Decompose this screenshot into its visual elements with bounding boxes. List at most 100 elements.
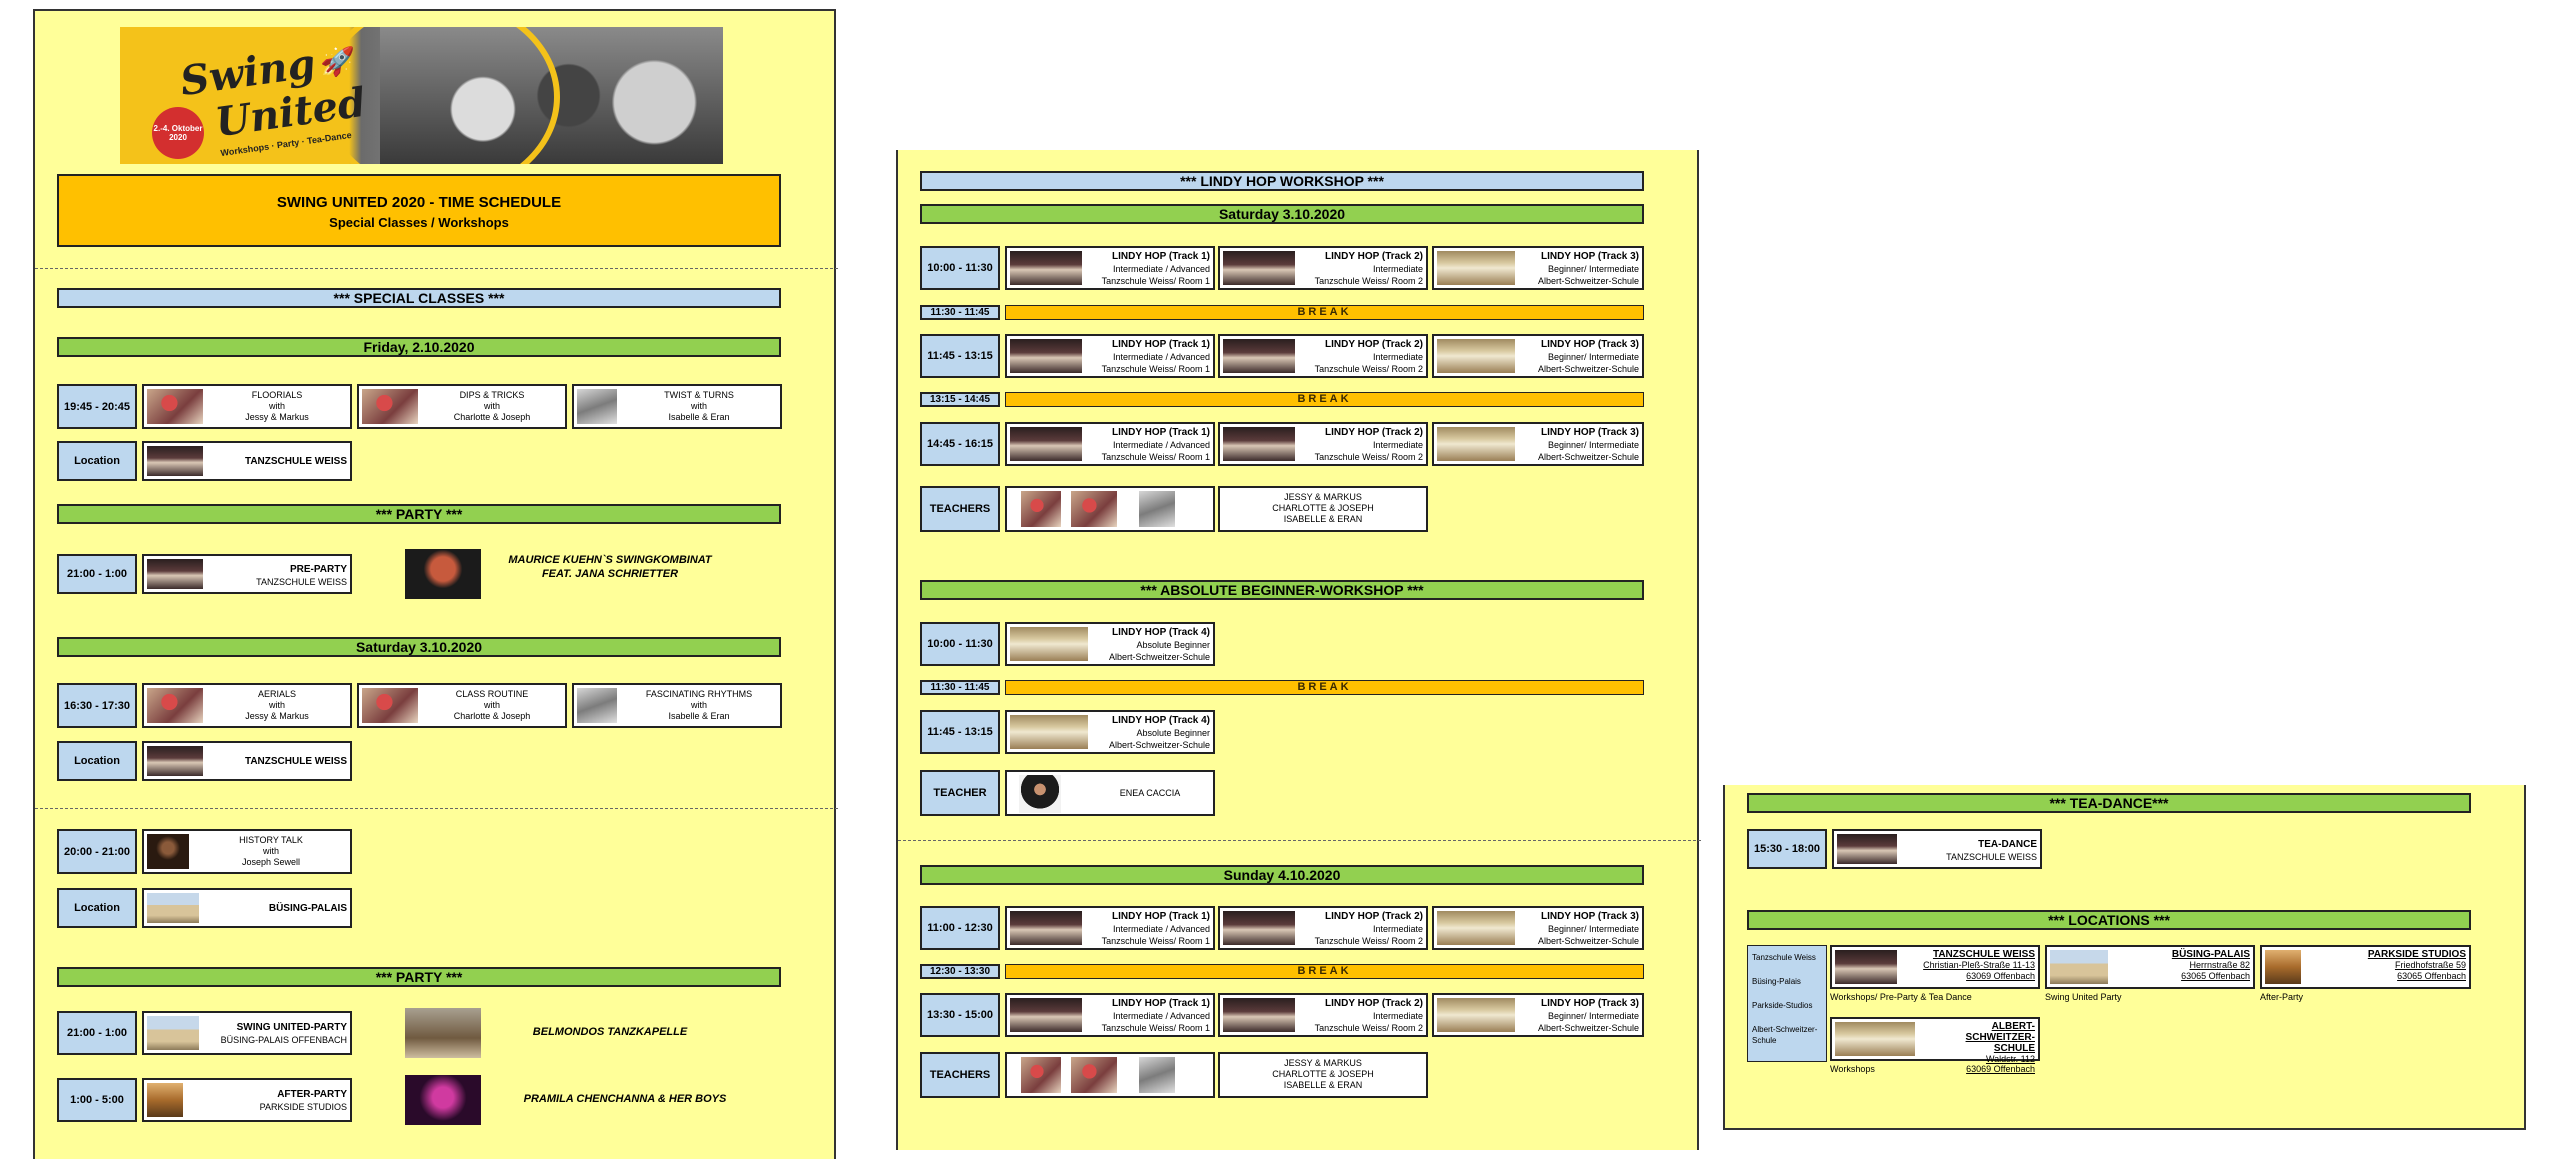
break-bar: BREAK bbox=[1005, 680, 1644, 695]
track-place: Tanzschule Weiss/ Room 2 bbox=[1314, 364, 1423, 374]
class-title: CLASS ROUTINE bbox=[455, 689, 529, 699]
track-level: Beginner/ Intermediate bbox=[1547, 924, 1639, 934]
teacher-name: ENEA CACCIA bbox=[1119, 788, 1181, 798]
location-caption: Workshops bbox=[1830, 1064, 1875, 1074]
track-title: LINDY HOP (Track 1) bbox=[1112, 998, 1210, 1009]
track-place: Tanzschule Weiss/ Room 2 bbox=[1314, 452, 1423, 462]
track-level: Intermediate bbox=[1372, 1011, 1423, 1021]
venue-photo bbox=[1835, 1022, 1915, 1056]
lindy-track-3-card[interactable]: LINDY HOP (Track 3)Beginner/ Intermediat… bbox=[1432, 422, 1644, 466]
break-time: 12:30 - 13:30 bbox=[920, 964, 1000, 979]
loc-street: Friedhofstraße 59 bbox=[2394, 960, 2466, 970]
location-card[interactable]: BÜSING-PALAIS bbox=[142, 888, 352, 928]
time-slot: 19:45 - 20:45 bbox=[57, 384, 137, 429]
class-card-floorials[interactable]: FLOORIALS with Jessy & Markus bbox=[142, 384, 352, 429]
teacher-name: JESSY & MARKUS bbox=[1284, 492, 1362, 502]
teachers-photos-card bbox=[1005, 486, 1215, 532]
speaker-photo bbox=[147, 834, 189, 869]
class-card-twist-turns[interactable]: TWIST & TURNS with Isabelle & Eran bbox=[572, 384, 782, 429]
band-name: PRAMILA CHENCHANNA & HER BOYS bbox=[523, 1093, 727, 1105]
talk-with: with bbox=[262, 846, 279, 856]
break-time: 11:30 - 11:45 bbox=[920, 305, 1000, 320]
talk-title: HISTORY TALK bbox=[239, 835, 303, 845]
class-with: with bbox=[690, 401, 707, 411]
event-banner: Swing United 2.-4. Oktober 2020 Workshop… bbox=[120, 27, 723, 164]
location-card[interactable]: TANZSCHULE WEISS bbox=[142, 741, 352, 781]
class-with: with bbox=[268, 700, 285, 710]
venue-photo bbox=[1437, 911, 1515, 945]
venue-photo bbox=[1223, 251, 1295, 285]
venue-photo bbox=[1010, 427, 1082, 461]
class-card-fascinating-rhythms[interactable]: FASCINATING RHYTHMS with Isabelle & Eran bbox=[572, 683, 782, 728]
venue-photo bbox=[2050, 950, 2108, 984]
legend-item: Albert-Schweitzer-Schule bbox=[1752, 1025, 1818, 1045]
lindy-track-1-card[interactable]: LINDY HOP (Track 1)Intermediate / Advanc… bbox=[1005, 334, 1215, 378]
time-slot: 21:00 - 1:00 bbox=[57, 554, 137, 594]
history-talk-card[interactable]: HISTORY TALK with Joseph Sewell bbox=[142, 829, 352, 874]
tea-dance-sheet: *** TEA-DANCE*** 15:30 - 18:00 TEA-DANCE… bbox=[1723, 785, 2526, 1130]
location-name: TANZSCHULE WEISS bbox=[244, 756, 347, 767]
lindy-track-3-card[interactable]: LINDY HOP (Track 3)Beginner/ Intermediat… bbox=[1432, 246, 1644, 290]
time-slot: 14:45 - 16:15 bbox=[920, 422, 1000, 466]
venue-photo bbox=[1010, 251, 1082, 285]
event-title: TEA-DANCE bbox=[1978, 839, 2037, 850]
legend-item: Büsing-Palais bbox=[1752, 977, 1801, 986]
location-card[interactable]: TANZSCHULE WEISS bbox=[142, 441, 352, 481]
after-party-card[interactable]: AFTER-PARTY PARKSIDE STUDIOS bbox=[142, 1078, 352, 1122]
track-level: Beginner/ Intermediate bbox=[1547, 1011, 1639, 1021]
break-time: 11:30 - 11:45 bbox=[920, 680, 1000, 695]
venue-photo bbox=[1437, 339, 1515, 373]
teachers-label: TEACHERS bbox=[920, 486, 1000, 532]
saturday-heading: Saturday 3.10.2020 bbox=[57, 637, 781, 657]
time-slot: 10:00 - 11:30 bbox=[920, 246, 1000, 290]
track-title: LINDY HOP (Track 1) bbox=[1112, 339, 1210, 350]
track-place: Albert-Schweitzer-Schule bbox=[1537, 452, 1639, 462]
loc-street: Christian-Pleß-Straße 11-13 bbox=[1923, 960, 2035, 970]
time-slot: 15:30 - 18:00 bbox=[1747, 829, 1827, 869]
pre-party-card[interactable]: PRE-PARTY TANZSCHULE WEISS bbox=[142, 554, 352, 594]
lindy-track-3-card[interactable]: LINDY HOP (Track 3)Beginner/ Intermediat… bbox=[1432, 334, 1644, 378]
loc-name: PARKSIDE STUDIOS bbox=[2367, 949, 2466, 960]
venue-photo bbox=[1010, 715, 1088, 749]
lindy-track-1-card[interactable]: LINDY HOP (Track 1)Intermediate / Advanc… bbox=[1005, 422, 1215, 466]
rocket-icon: 🚀 bbox=[320, 46, 355, 77]
class-card-dips-tricks[interactable]: DIPS & TRICKS with Charlotte & Joseph bbox=[357, 384, 567, 429]
teachers-photos-card bbox=[1005, 1052, 1215, 1098]
track-title: LINDY HOP (Track 3) bbox=[1541, 251, 1639, 262]
track-title: LINDY HOP (Track 2) bbox=[1325, 427, 1423, 438]
location-name: BÜSING-PALAIS bbox=[268, 903, 347, 914]
location-caption: After-Party bbox=[2260, 992, 2304, 1002]
venue-photo bbox=[2265, 950, 2301, 984]
time-slot: 11:45 - 13:15 bbox=[920, 710, 1000, 754]
lindy-track-3-card[interactable]: LINDY HOP (Track 3)Beginner/ Intermediat… bbox=[1432, 993, 1644, 1037]
class-card-aerials[interactable]: AERIALS with Jessy & Markus bbox=[142, 683, 352, 728]
page-break-line bbox=[35, 268, 838, 269]
class-title: DIPS & TRICKS bbox=[459, 390, 525, 400]
event-place: TANZSCHULE WEISS bbox=[1946, 852, 2037, 862]
lindy-track-3-card[interactable]: LINDY HOP (Track 3)Beginner/ Intermediat… bbox=[1432, 906, 1644, 950]
venue-photo bbox=[147, 1016, 199, 1050]
lindy-track-1-card[interactable]: LINDY HOP (Track 1)Intermediate / Advanc… bbox=[1005, 246, 1215, 290]
swing-united-party-card[interactable]: SWING UNITED-PARTY BÜSING-PALAIS OFFENBA… bbox=[142, 1011, 352, 1055]
location-caption: Workshops/ Pre-Party & Tea Dance bbox=[1830, 992, 1972, 1002]
loc-city: 63069 Offenbach bbox=[1966, 1064, 2035, 1074]
class-card-class-routine[interactable]: CLASS ROUTINE with Charlotte & Joseph bbox=[357, 683, 567, 728]
lindy-track-1-card[interactable]: LINDY HOP (Track 1)Intermediate / Advanc… bbox=[1005, 906, 1215, 950]
talk-speaker: Joseph Sewell bbox=[241, 857, 301, 867]
page-break-line bbox=[35, 808, 838, 809]
band-photo bbox=[405, 1008, 481, 1058]
lindy-track-1-card[interactable]: LINDY HOP (Track 1)Intermediate / Advanc… bbox=[1005, 993, 1215, 1037]
tea-dance-card[interactable]: TEA-DANCE TANZSCHULE WEISS bbox=[1832, 829, 2042, 869]
track-place: Tanzschule Weiss/ Room 1 bbox=[1101, 452, 1210, 462]
